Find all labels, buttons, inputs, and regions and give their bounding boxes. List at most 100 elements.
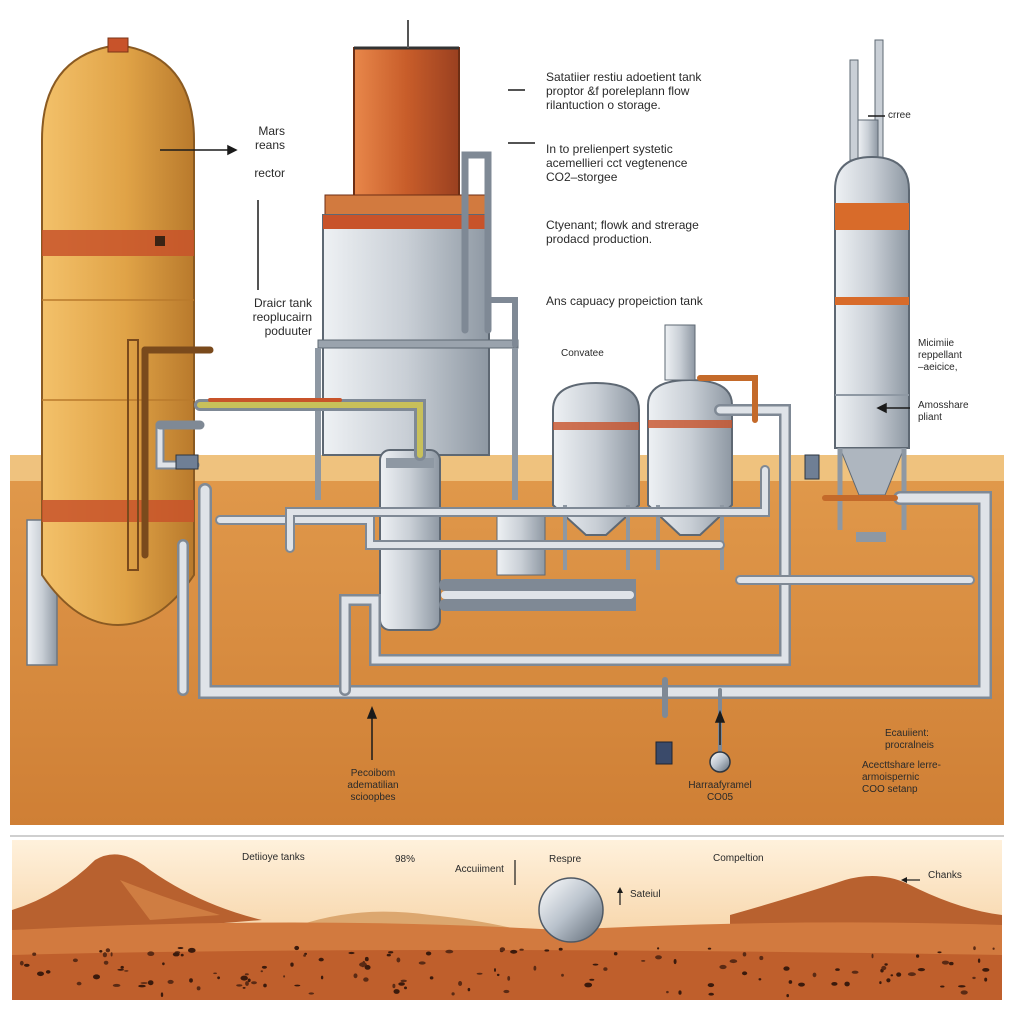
pebble: [835, 968, 840, 971]
pebble: [666, 990, 669, 994]
pebble: [584, 982, 593, 988]
label-detiiove: Detiioye tanks: [242, 852, 305, 863]
pebble: [124, 970, 129, 972]
pebbles: [19, 945, 995, 998]
pebble: [294, 984, 301, 987]
pebble: [940, 985, 945, 988]
pebble: [359, 962, 367, 967]
pebble: [494, 968, 496, 972]
pebble: [655, 955, 662, 960]
pebble: [105, 948, 111, 953]
label-crree: crree: [888, 110, 911, 121]
pebble: [177, 947, 184, 949]
pebble: [364, 956, 369, 962]
pebble: [247, 978, 251, 983]
label-prelienpert: In to prelienpert systetic acemellieri c…: [546, 142, 688, 184]
pebble: [896, 972, 902, 977]
pebble: [348, 951, 355, 955]
pebble: [458, 981, 463, 986]
label-chanks: Chanks: [928, 870, 962, 881]
pebble: [977, 958, 981, 963]
pebble: [758, 978, 762, 981]
pebble: [240, 975, 248, 981]
pebble: [76, 981, 82, 986]
label-respre: Respre: [549, 854, 582, 865]
pebble: [881, 965, 887, 971]
pebble: [260, 970, 263, 973]
pebble: [561, 973, 564, 977]
pebble: [707, 947, 712, 950]
pebble: [884, 963, 888, 966]
pebble: [844, 981, 850, 987]
pebble: [496, 973, 500, 977]
pebble: [72, 958, 78, 963]
label-ans-capuacy: Ans capuacy propeiction tank: [546, 294, 703, 308]
pebble: [972, 976, 976, 980]
pebble: [949, 961, 954, 966]
pebble: [960, 990, 968, 995]
pebble: [24, 963, 30, 967]
pebble: [742, 952, 747, 957]
pebble: [879, 981, 882, 985]
pebble: [759, 955, 764, 961]
pebble: [189, 978, 193, 983]
pebble: [392, 983, 396, 989]
pebble: [982, 968, 990, 972]
pebble: [32, 952, 37, 956]
label-pecoibom: Pecoibom adematilian scioopbes: [347, 768, 399, 803]
pebble: [451, 992, 455, 996]
valves: [175, 454, 820, 773]
pebble: [37, 971, 44, 977]
pebble: [308, 992, 315, 995]
pebble: [641, 960, 646, 962]
pebble: [673, 958, 677, 965]
pebble: [318, 957, 324, 962]
pebble: [320, 975, 324, 980]
pebble: [147, 980, 154, 986]
pebble: [445, 949, 454, 954]
pebble: [429, 976, 434, 980]
label-ctyenant: Ctyenant; flowk and strerage prodacd pro…: [546, 218, 699, 246]
pebble: [742, 971, 748, 976]
pebble: [507, 976, 511, 981]
pebble: [499, 947, 506, 952]
pebble: [196, 986, 201, 991]
pebble: [613, 952, 618, 956]
pebble: [261, 965, 267, 969]
pebble: [160, 992, 164, 997]
pebble: [110, 952, 113, 957]
pebble: [519, 948, 524, 951]
pebble: [244, 973, 249, 976]
pebble: [937, 951, 942, 954]
pebble: [510, 949, 518, 954]
pebble: [294, 945, 300, 951]
pebble: [404, 986, 407, 990]
pebble: [798, 982, 805, 987]
pebble: [503, 989, 510, 994]
pebble: [886, 978, 891, 983]
pebble: [363, 977, 369, 982]
label-harrasfy: Harraafyramel CO05: [688, 780, 752, 803]
pebble: [851, 970, 859, 974]
label-satatiier: Satatiier restiu adoetient tank proptor …: [546, 70, 702, 112]
pebble: [167, 979, 174, 984]
pebble: [425, 951, 432, 956]
pebble: [396, 957, 401, 963]
pebble: [719, 964, 727, 970]
label-ecauiient: Ecauiient: procralneis: [885, 728, 934, 751]
label-mars-reactor: Mars reans rector: [254, 124, 285, 180]
pipe-network: [141, 151, 992, 762]
pebble: [592, 963, 599, 966]
pebble: [251, 981, 257, 985]
pebble: [958, 985, 966, 988]
label-accuiiment: Accuiiment: [455, 864, 504, 875]
label-draicr-tank: Draicr tank reoplucairn poduuter: [252, 296, 312, 338]
pebble: [290, 962, 294, 967]
pebble: [707, 983, 715, 988]
pebble: [172, 952, 180, 957]
pebble: [283, 975, 286, 978]
pebble: [916, 954, 920, 958]
pebble: [99, 950, 103, 953]
